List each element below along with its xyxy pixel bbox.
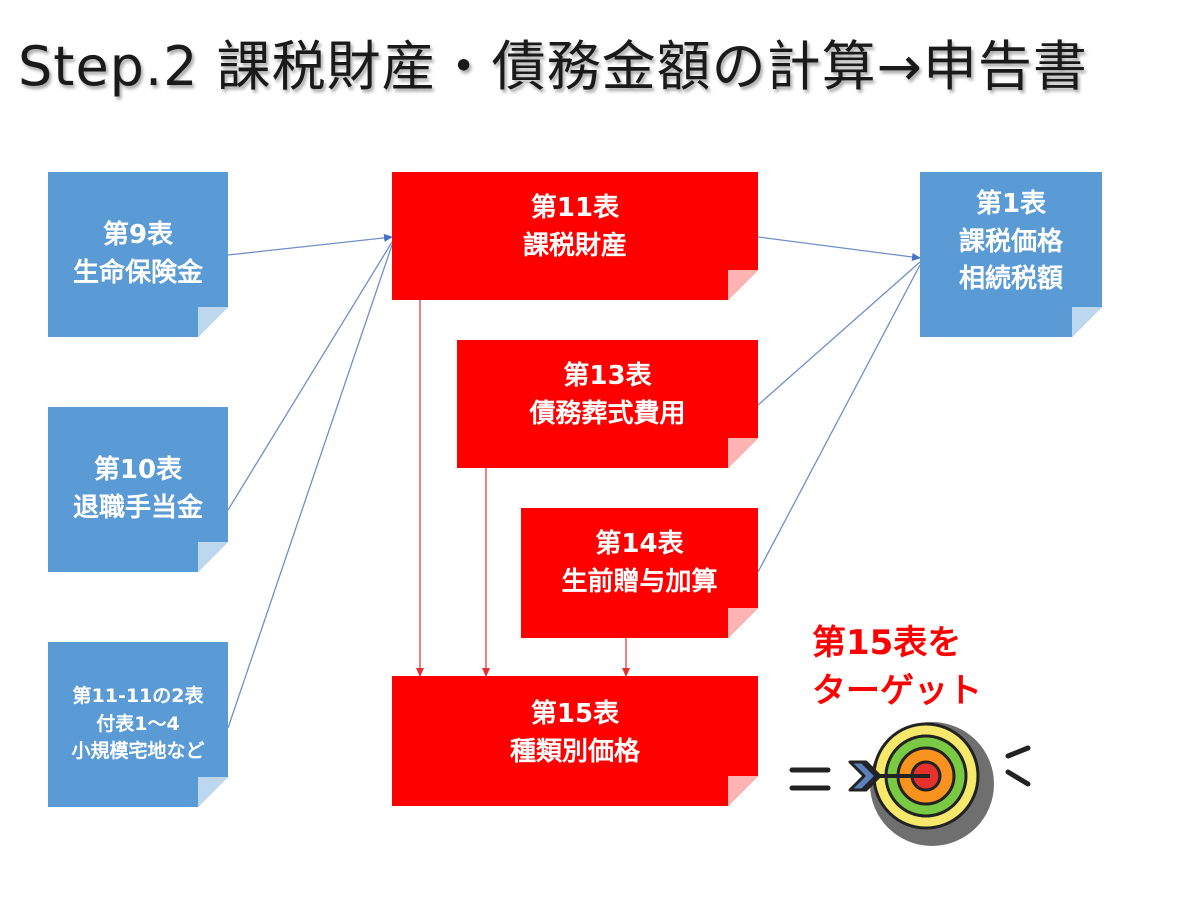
note-table-13-number: 第13表	[563, 361, 652, 391]
arrow-t11-to-t1	[757, 236, 921, 261]
note-table-11-label: 課税財産	[522, 230, 627, 261]
note-table-15: 第15表 種類別価格	[392, 676, 758, 806]
note-table-11-11: 第11-11の2表 付表1～4 小規模宅地など	[48, 642, 228, 807]
note-table-9: 第9表 生命保険金	[48, 172, 228, 337]
target-callout-line1: 第15表を	[812, 623, 962, 663]
note-table-1-label: 課税価格	[958, 226, 1063, 257]
target-callout: 第15表を ターゲット	[812, 620, 982, 715]
arrow-t11-11-to-t11	[227, 244, 393, 729]
arrow-t9-to-t11	[227, 233, 393, 256]
dartboard-target-icon	[789, 722, 1031, 846]
note-table-1-number: 第1表	[975, 189, 1047, 219]
note-table-10-label: 退職手当金	[72, 492, 203, 523]
note-table-13: 第13表 債務葬式費用	[457, 340, 758, 468]
arrow-t10-to-t11	[227, 241, 393, 511]
note-table-1-label-2: 相続税額	[958, 264, 1063, 295]
note-table-9-number: 第9表	[102, 219, 174, 250]
target-callout-line2: ターゲット	[812, 670, 982, 711]
note-table-11: 第11表 課税財産	[392, 172, 758, 300]
note-table-15-number: 第15表	[530, 699, 620, 729]
note-table-9-label: 生命保険金	[72, 257, 203, 288]
note-table-11-11-label: 小規模宅地など	[71, 740, 205, 763]
note-table-10: 第10表 退職手当金	[48, 407, 228, 572]
note-table-11-number: 第11表	[530, 193, 620, 223]
note-table-14-label: 生前贈与加算	[561, 566, 718, 597]
note-table-15-label: 種類別価格	[509, 736, 640, 767]
note-table-1: 第1表 課税価格 相続税額	[920, 172, 1102, 337]
page-title: Step.2 課税財産・債務金額の計算→申告書	[18, 35, 1088, 98]
note-table-13-label: 債務葬式費用	[529, 398, 686, 429]
note-table-14-number: 第14表	[595, 529, 684, 559]
arrow-t13-to-t1	[757, 261, 921, 406]
note-table-11-11-appendix: 付表1～4	[96, 712, 180, 735]
note-table-14: 第14表 生前贈与加算	[521, 508, 758, 638]
note-table-10-number: 第10表	[93, 454, 183, 485]
arrow-t14-to-t1	[757, 264, 921, 573]
note-table-11-11-number: 第11-11の2表	[72, 685, 204, 708]
